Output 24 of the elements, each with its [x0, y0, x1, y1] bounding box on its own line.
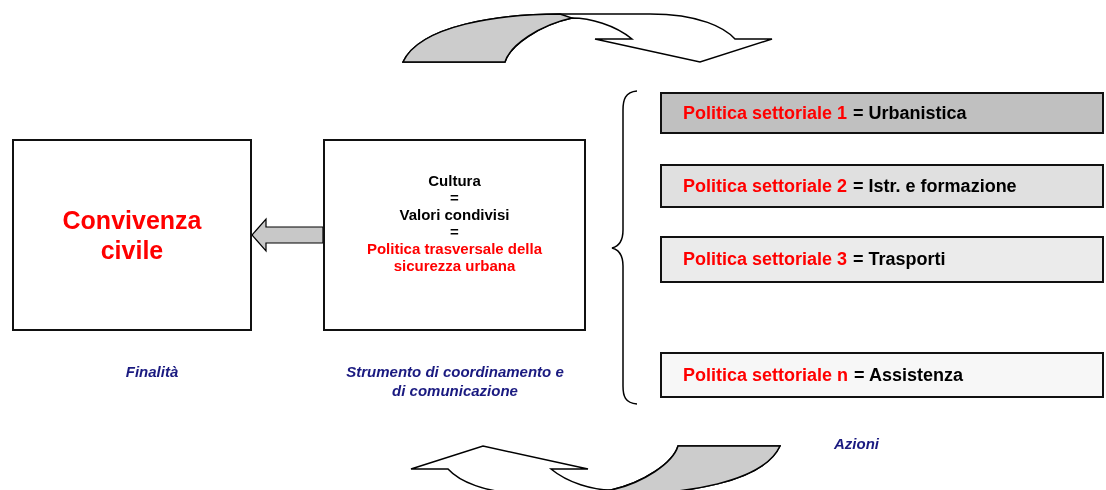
policy-name: Politica settoriale 1	[683, 101, 848, 125]
policy-area: = Istr. e formazione	[853, 172, 1017, 200]
policy-area: = Trasporti	[853, 246, 946, 273]
policy-box	[660, 352, 1104, 398]
policy-area: = Urbanistica	[853, 99, 967, 127]
node-text: =	[450, 223, 459, 240]
node-text: Cultura	[428, 172, 481, 189]
policy-box	[660, 92, 1104, 134]
node-caption: Strumento di coordinamento e di comunicazione	[345, 362, 565, 400]
policy-name: Politica settoriale 2	[683, 174, 848, 198]
policy-name: Politica settoriale 3	[683, 248, 848, 271]
policy-box	[660, 236, 1104, 283]
process-box	[323, 139, 586, 331]
block-arrow	[251, 217, 324, 253]
process-box	[12, 139, 252, 331]
node-text: =	[450, 189, 459, 206]
highlight-text: Politica trasversale della sicurezza urbana	[365, 240, 544, 274]
node-caption: Finalità	[124, 362, 180, 381]
policy-box	[660, 164, 1104, 208]
group-caption: Azioni	[834, 434, 879, 454]
node-text: Valori condivisi	[399, 206, 510, 223]
policy-name: Politica settoriale n	[683, 363, 849, 387]
policy-area: = Assistenza	[854, 361, 963, 389]
node-title: Convivenza civile	[61, 205, 203, 265]
